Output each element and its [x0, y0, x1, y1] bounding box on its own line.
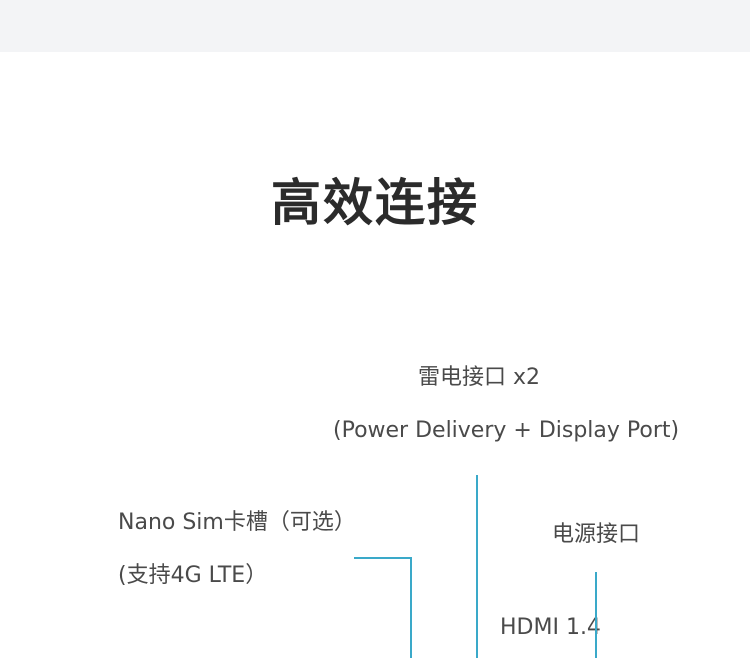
hdmi-port-label: HDMI 1.4 [500, 615, 601, 640]
thunderbolt-port-sublabel: (Power Delivery + Display Port) [333, 418, 680, 443]
power-port-label: 电源接口 [552, 522, 641, 547]
page-title: 高效连接 [271, 174, 479, 232]
nano-sim-slot-sublabel: (支持4G LTE） [118, 563, 268, 588]
top-banner-strip [0, 0, 750, 52]
thunderbolt-port-label: 雷电接口 x2 [418, 365, 541, 390]
nano-sim-leader-line-vertical [410, 557, 412, 658]
nano-sim-slot-label: Nano Sim卡槽（可选） [118, 510, 356, 535]
nano-sim-leader-line-horizontal [354, 557, 412, 559]
power-leader-line [595, 572, 597, 658]
thunderbolt-leader-line [476, 475, 478, 658]
